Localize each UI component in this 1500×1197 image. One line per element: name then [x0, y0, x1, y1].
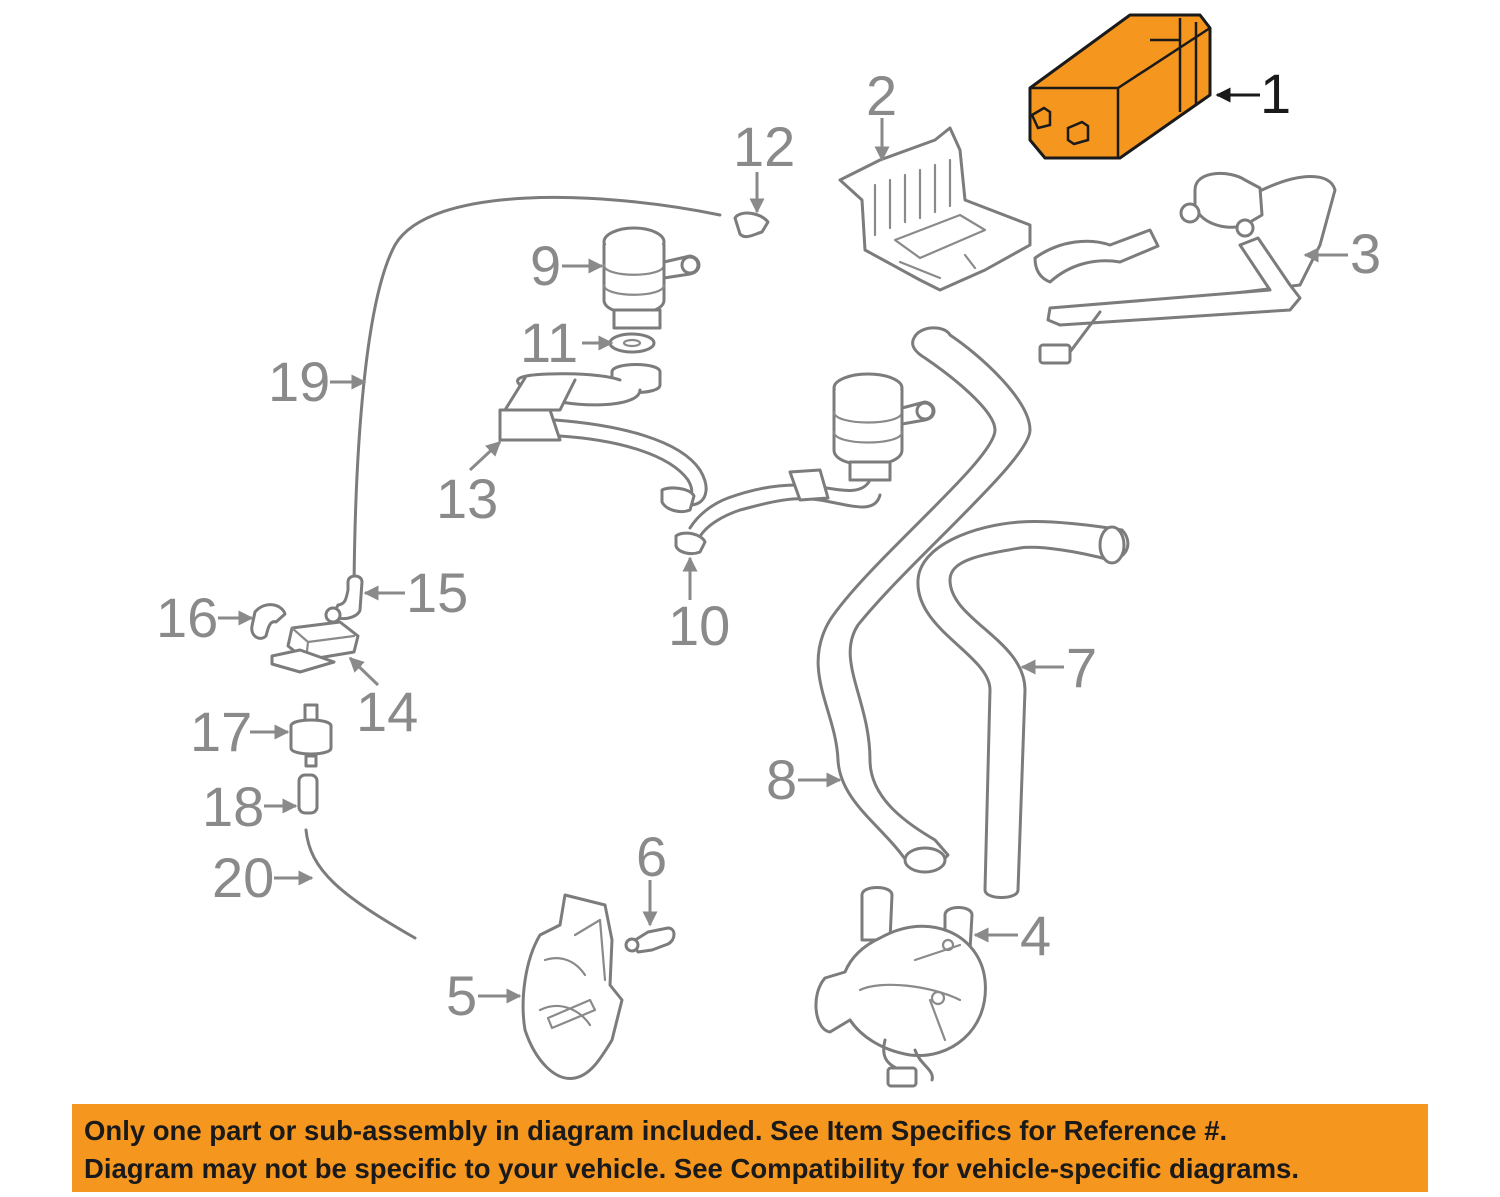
- part-14-vacuum-switch[interactable]: [270, 620, 360, 674]
- part-4-air-pump[interactable]: [814, 886, 987, 1088]
- callout-5: 5: [446, 964, 522, 1027]
- callout-10: 10: [668, 556, 730, 657]
- callout-3: 3: [1303, 222, 1381, 285]
- callout-8: 8: [766, 748, 842, 811]
- callout-label-14: 14: [356, 680, 418, 743]
- callout-label-1: 1: [1260, 62, 1291, 125]
- callout-label-2: 2: [866, 64, 897, 127]
- part-11-gasket[interactable]: [608, 332, 656, 354]
- part-8-air-hose[interactable]: [816, 326, 1032, 874]
- callout-label-8: 8: [766, 748, 797, 811]
- callout-18: 18: [202, 775, 298, 838]
- part-5-heat-shield[interactable]: [521, 893, 624, 1080]
- callout-label-13: 13: [436, 467, 498, 530]
- callout-7: 7: [1020, 636, 1097, 699]
- callout-17: 17: [190, 700, 290, 763]
- notice-banner: Only one part or sub-assembly in diagram…: [72, 1104, 1428, 1192]
- callout-label-20: 20: [212, 846, 274, 909]
- callout-12: 12: [733, 115, 795, 214]
- callout-20: 20: [212, 846, 314, 909]
- part-3-hose-upper: [1033, 228, 1160, 284]
- callout-13: 13: [436, 440, 502, 530]
- part-3-purge-valve[interactable]: [1038, 171, 1337, 365]
- callout-16: 16: [156, 586, 254, 649]
- canister-port-right: [1066, 120, 1090, 146]
- part-9-check-valve[interactable]: [602, 226, 701, 330]
- callout-9: 9: [530, 234, 604, 297]
- part-18-hose-connector[interactable]: [297, 773, 319, 815]
- callout-label-12: 12: [733, 115, 795, 178]
- part-15-hose-elbow[interactable]: [324, 574, 364, 624]
- callout-label-10: 10: [668, 594, 730, 657]
- callout-label-4: 4: [1020, 904, 1051, 967]
- callout-15: 15: [363, 561, 468, 624]
- part-10-check-valve-pipe[interactable]: [674, 372, 936, 556]
- canister-band: [1150, 18, 1198, 112]
- callout-2: 2: [866, 64, 897, 162]
- part-12-hose-connector[interactable]: [733, 211, 770, 239]
- callout-4: 4: [973, 904, 1051, 967]
- callout-label-18: 18: [202, 775, 264, 838]
- callout-11: 11: [520, 311, 614, 374]
- part-16-hose-elbow[interactable]: [250, 603, 287, 640]
- callout-14: 14: [348, 656, 418, 743]
- callout-6: 6: [636, 825, 667, 927]
- part-17-vacuum-valve[interactable]: [289, 703, 333, 768]
- callout-1: 1: [1215, 62, 1291, 125]
- callout-label-19: 19: [268, 350, 330, 413]
- part-20-vacuum-line[interactable]: [304, 828, 417, 940]
- callout-label-9: 9: [530, 234, 561, 297]
- notice-line-2: Diagram may not be specific to your vehi…: [84, 1153, 1299, 1184]
- parts-diagram: 1 2 3 4 5 6 7 8 9 10 11 12: [156, 13, 1381, 1088]
- callout-label-16: 16: [156, 586, 218, 649]
- callout-label-7: 7: [1066, 636, 1097, 699]
- part-13-air-pipe[interactable]: [498, 363, 708, 514]
- part-6-check-valve[interactable]: [624, 926, 676, 954]
- callout-label-11: 11: [520, 311, 578, 374]
- canister-port-left: [1030, 106, 1052, 130]
- callout-label-3: 3: [1350, 222, 1381, 285]
- callout-label-6: 6: [636, 825, 667, 888]
- part-1-vapor-canister[interactable]: [1028, 13, 1212, 160]
- part-7-air-hose[interactable]: [916, 520, 1130, 899]
- callout-label-17: 17: [190, 700, 252, 763]
- callout-label-5: 5: [446, 964, 477, 1027]
- callout-19: 19: [268, 350, 367, 413]
- part-19-vacuum-line[interactable]: [352, 195, 722, 592]
- notice-line-1: Only one part or sub-assembly in diagram…: [84, 1115, 1228, 1146]
- part-2-canister-bracket[interactable]: [838, 126, 1032, 292]
- callout-label-15: 15: [406, 561, 468, 624]
